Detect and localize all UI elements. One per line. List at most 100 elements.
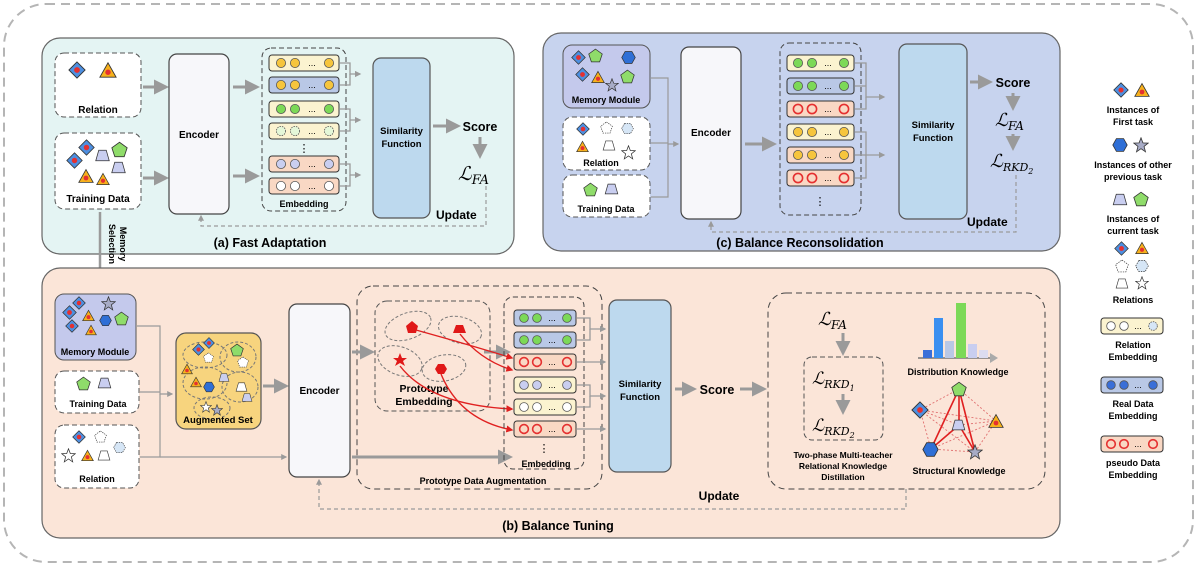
ellipsis-text: ... <box>308 126 316 136</box>
br-encoder <box>680 46 742 220</box>
fa-relation-label: Relation <box>78 105 117 116</box>
legend-real-embedding: ... Real Data Embedding <box>1100 376 1164 421</box>
bt-relation-label: Relation <box>79 474 115 484</box>
distillation-group <box>767 292 1046 490</box>
bt-update-label: Update <box>699 489 740 503</box>
fast-adaptation-panel: Relation Training Data Encoder ... ... .… <box>41 37 515 255</box>
prototype-line2: Embedding <box>395 396 452 408</box>
ellipsis-text: ... <box>1134 321 1142 331</box>
ellipsis-text: ... <box>824 104 832 114</box>
fa-training-label: Training Data <box>66 194 130 205</box>
legend-pseudo-embedding: ... pseudo Data Embedding <box>1100 435 1164 480</box>
fa-similarity-line2: Function <box>381 139 421 150</box>
ellipsis-text: ... <box>308 80 316 90</box>
balance-reconsolidation-panel: Memory Module Relation Training Data Enc… <box>542 32 1061 252</box>
vdots-text: ⋮ <box>539 443 550 455</box>
distill-line3: Distillation <box>821 472 864 482</box>
distribution-knowledge-chart <box>918 303 998 363</box>
legend-pseudo-line1: pseudo Data <box>1106 458 1161 468</box>
br-similarity-function <box>898 43 968 220</box>
prototype-line1: Prototype <box>399 383 448 395</box>
fa-title: (a) Fast Adaptation <box>214 236 327 250</box>
br-training-label: Training Data <box>577 204 635 214</box>
structural-label: Structural Knowledge <box>912 466 1005 476</box>
bt-similarity-function <box>608 299 672 473</box>
bt-augmented-label: Augmented Set <box>183 415 254 426</box>
br-relation-label: Relation <box>583 158 619 168</box>
ellipsis-text: ... <box>308 58 316 68</box>
bt-loss-rkd1: ℒRKD1 <box>812 369 855 393</box>
fa-similarity-line1: Similarity <box>380 126 423 137</box>
fa-similarity-function <box>372 57 431 219</box>
fa-embedding-label: Embedding <box>280 199 329 209</box>
bt-embedding-group <box>503 296 585 470</box>
legend-other-line1: Instances of other <box>1094 160 1172 170</box>
br-embedding-group <box>779 42 862 216</box>
legend-relation-emb-line1: Relation <box>1115 340 1151 350</box>
legend-relation-emb-line2: Embedding <box>1109 352 1158 362</box>
prototype-embedding-box <box>374 300 491 412</box>
legend-first-task-line2: First task <box>1113 117 1154 127</box>
legend-pseudo-line2: Embedding <box>1109 470 1158 480</box>
bt-encoder <box>288 303 351 478</box>
bt-similarity-line1: Similarity <box>619 379 662 390</box>
distill-line1: Two-phase Multi-teacher <box>793 450 893 460</box>
memory-selection-line2: Selection <box>107 224 117 264</box>
br-loss-rkd2: ℒRKD2 <box>990 151 1033 176</box>
bt-training-label: Training Data <box>69 399 127 409</box>
legend: Instances of First task Instances of oth… <box>1094 82 1172 480</box>
structural-knowledge-graph <box>911 381 1004 460</box>
br-update-label: Update <box>967 215 1008 229</box>
fa-embedding-rows: ... ... ... ... ⋮ ... ... <box>268 54 340 195</box>
legend-current-line2: current task <box>1107 226 1160 236</box>
legend-other-line2: previous task <box>1104 172 1163 182</box>
fa-score-label: Score <box>463 120 498 134</box>
bt-memory-label: Memory Module <box>61 347 130 357</box>
ellipsis-text: ... <box>548 313 556 323</box>
rkd-box <box>803 356 884 441</box>
distribution-label: Distribution Knowledge <box>908 367 1009 377</box>
legend-other-previous: Instances of other previous task <box>1094 137 1172 182</box>
ellipsis-text: ... <box>824 150 832 160</box>
balance-tuning-panel: Memory Module Training Data Relation <box>41 267 1061 539</box>
fa-update-label: Update <box>436 208 477 222</box>
fa-encoder-label: Encoder <box>179 130 219 141</box>
br-training-box <box>562 174 651 218</box>
fa-embedding-group <box>261 47 347 212</box>
bt-score-label: Score <box>700 383 735 397</box>
legend-current-line1: Instances of <box>1107 214 1161 224</box>
ellipsis-text: ... <box>548 380 556 390</box>
vdots-text: ⋮ <box>299 143 310 155</box>
legend-real-line2: Embedding <box>1109 411 1158 421</box>
ellipsis-text: ... <box>308 159 316 169</box>
legend-first-task-line1: Instances of <box>1107 105 1161 115</box>
br-memory-label: Memory Module <box>572 95 641 105</box>
ellipsis-text: ... <box>548 402 556 412</box>
legend-relations: Relations <box>1113 241 1154 305</box>
ellipsis-text: ... <box>1134 439 1142 449</box>
legend-real-line1: Real Data <box>1112 399 1154 409</box>
fa-loss: ℒFA <box>458 163 489 188</box>
br-similarity-line1: Similarity <box>912 120 955 131</box>
bt-augmented-set <box>175 332 262 430</box>
legend-relation-embedding: ... Relation Embedding <box>1100 317 1164 362</box>
ellipsis-text: ... <box>824 58 832 68</box>
br-loss-fa: ℒFA <box>995 110 1024 133</box>
bt-title: (b) Balance Tuning <box>502 519 614 533</box>
fa-encoder <box>168 53 230 215</box>
br-similarity-line2: Function <box>913 133 953 144</box>
prototype-augmentation-group <box>356 285 603 490</box>
br-score-label: Score <box>996 76 1031 90</box>
distill-line2: Relational Knowledge <box>799 461 888 471</box>
pda-label: Prototype Data Augmentation <box>420 476 547 486</box>
memory-selection-line1: Memory <box>118 227 128 262</box>
br-title: (c) Balance Reconsolidation <box>716 236 883 250</box>
ellipsis-text: ... <box>308 181 316 191</box>
bt-loss-rkd2: ℒRKD2 <box>812 416 855 440</box>
legend-relations-label: Relations <box>1113 295 1154 305</box>
br-encoder-label: Encoder <box>691 128 731 139</box>
bt-memory-module <box>54 293 137 361</box>
ellipsis-text: ... <box>824 81 832 91</box>
ellipsis-text: ... <box>824 173 832 183</box>
